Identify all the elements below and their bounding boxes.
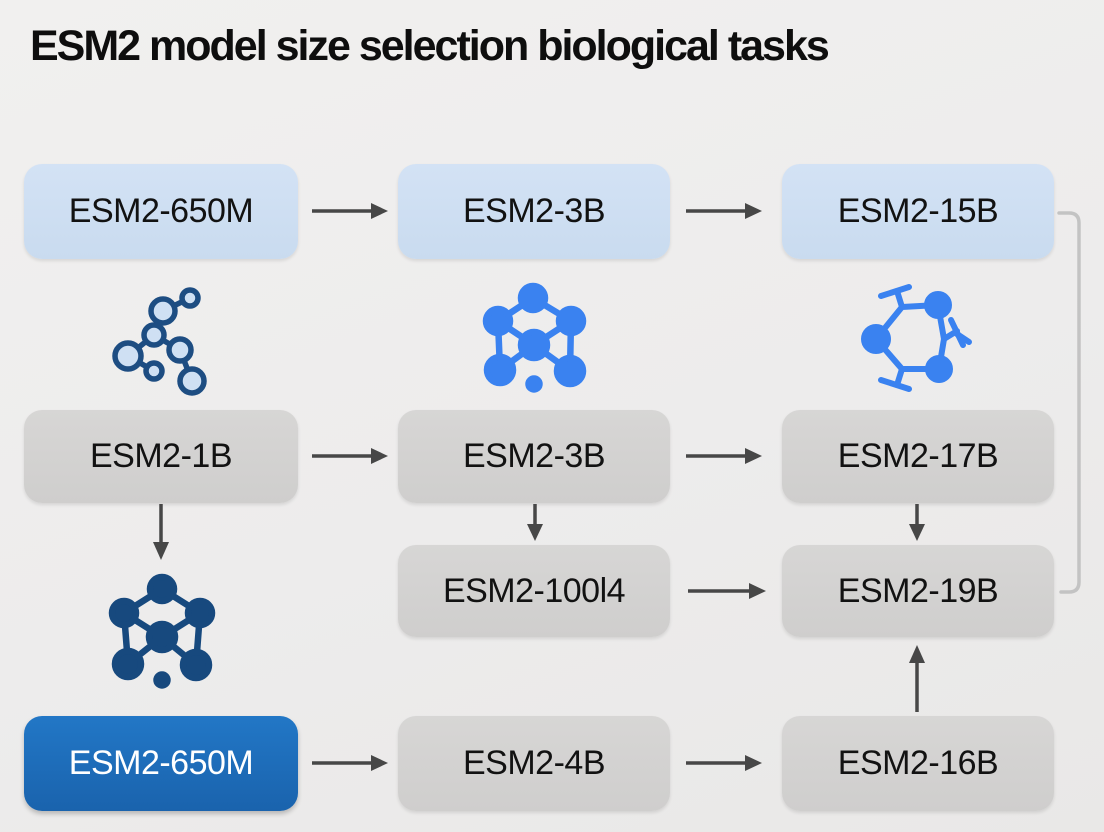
node-label: ESM2-3B [463,437,606,475]
molecule-network-blue-icon [482,282,587,393]
arrow-up-esm2-16b [909,645,925,712]
node-label: ESM2-4B [463,744,606,782]
arrow-r4-4b-to-16b [686,755,762,771]
node-esm2-4b: ESM2-4B [398,716,670,811]
node-esm2-650m-r1: ESM2-650M [24,164,298,259]
arrow-r1-3b-to-15b [686,203,762,219]
node-esm2-19b: ESM2-19B [782,545,1054,637]
bracket-15b-to-19b [1057,211,1081,594]
arrow-100l4-to-19b [688,583,766,599]
node-esm2-100l4: ESM2-100l4 [398,545,670,637]
arrow-r1-650m-to-3b [312,203,388,219]
node-label: ESM2-650M [68,744,254,782]
arrow-down-esm2-17b [909,504,925,541]
arrow-r2-1b-to-3b [312,448,388,464]
node-label: ESM2-650M [68,192,254,230]
molecule-ring-icon [861,284,972,392]
node-label: ESM2-16B [837,744,999,782]
page-title: ESM2 model size selection biological tas… [30,22,830,70]
node-esm2-650m-highlight: ESM2-650M [24,716,298,811]
node-esm2-1b: ESM2-1B [24,410,298,503]
arrow-r2-3b-to-17b [686,448,762,464]
node-label: ESM2-15B [837,192,999,230]
node-esm2-3b-r2: ESM2-3B [398,410,670,503]
node-label: ESM2-19B [837,571,999,610]
node-esm2-17b: ESM2-17B [782,410,1054,503]
molecule-chain-icon [112,287,207,396]
node-esm2-3b-r1: ESM2-3B [398,164,670,259]
arrow-r4-650m-to-4b [312,755,388,771]
node-label: ESM2-17B [837,437,999,475]
arrow-down-esm2-1b [153,504,169,560]
node-label: ESM2-1B [90,437,233,475]
node-esm2-15b: ESM2-15B [782,164,1054,259]
node-label: ESM2-3B [463,192,606,230]
node-label: ESM2-100l4 [442,571,626,610]
molecule-network-dark-icon [108,573,216,689]
node-esm2-16b: ESM2-16B [782,716,1054,811]
arrow-down-esm2-3b [527,504,543,541]
